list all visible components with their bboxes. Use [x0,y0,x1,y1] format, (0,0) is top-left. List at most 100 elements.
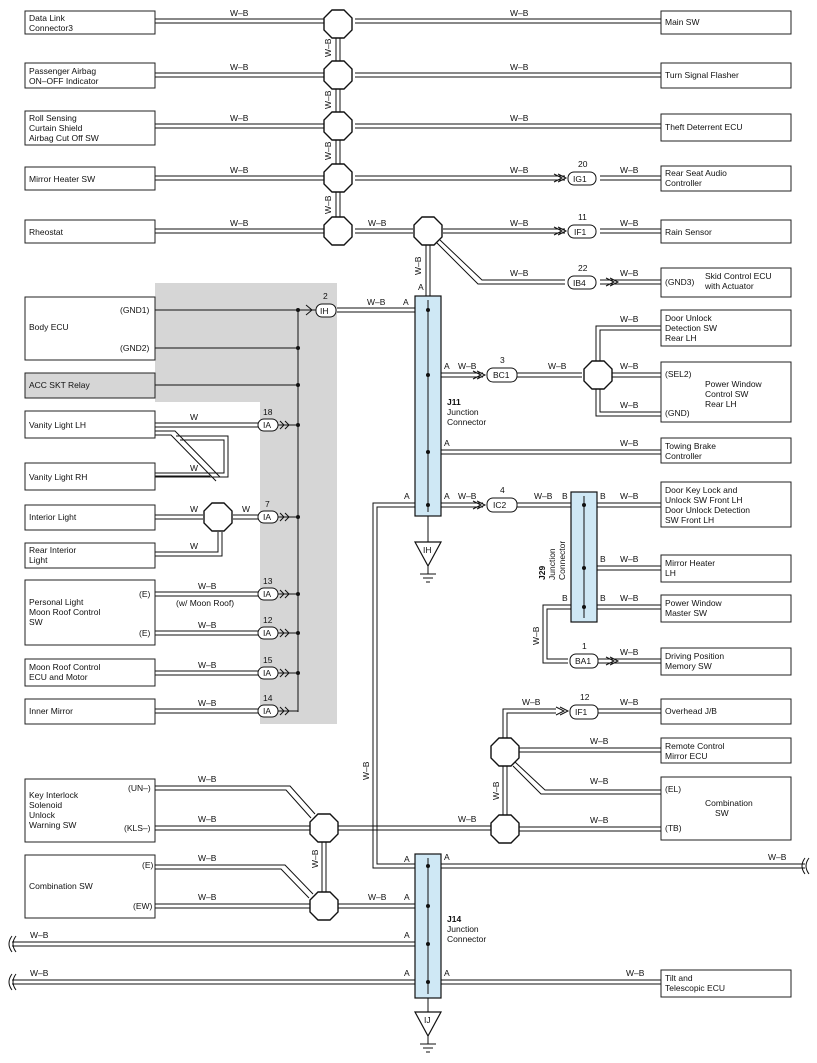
svg-text:W–B: W–B [590,736,609,746]
label: Key Interlock [29,790,79,800]
label: Door Unlock [665,313,713,323]
label: Rear Interior [29,545,76,555]
svg-text:W–B: W–B [620,314,639,324]
label: Towing Brake [665,441,716,451]
box-driving-position [660,647,792,676]
splice-1 [323,9,353,39]
label: Power Window [705,379,763,389]
svg-text:BA1: BA1 [575,656,591,666]
svg-text:A: A [418,282,424,292]
wire-label: W–B [230,62,249,72]
svg-text:W–B: W–B [198,620,217,630]
svg-text:W–B: W–B [458,491,477,501]
connector-ib4 [567,275,597,290]
splice-6 [413,216,443,246]
label: (TB) [665,823,682,833]
box-main-sw [660,10,792,35]
svg-text:W–B: W–B [198,892,217,902]
svg-text:IG1: IG1 [573,174,587,184]
splice-combination [490,814,520,844]
label: Control SW [705,389,748,399]
svg-text:W–B: W–B [310,849,320,868]
label: Master SW [665,608,707,618]
svg-text:B: B [600,491,606,501]
box-skid-control [660,267,792,298]
ground-ij-symbol [413,1011,443,1038]
wire-label: W–B [323,141,333,160]
box-theft-deterrent [660,113,792,142]
label: Tilt and [665,973,693,983]
svg-text:W: W [190,463,198,473]
box-rear-interior-light [24,542,156,569]
label: Telescopic ECU [665,983,725,993]
label: Controller [665,178,702,188]
box-rain-sensor [660,219,792,244]
svg-text:2: 2 [323,291,328,301]
svg-text:A: A [444,968,450,978]
label: Solenoid [29,800,62,810]
svg-text:W–B: W–B [620,438,639,448]
label: Remote Control [665,741,725,751]
label: Roll Sensing [29,113,77,123]
svg-text:W–B: W–B [620,593,639,603]
svg-text:IA: IA [263,420,271,430]
label: Rain Sensor [665,227,712,237]
wire-label: W–B [620,165,639,175]
svg-text:W–B: W–B [548,361,567,371]
svg-text:IA: IA [263,668,271,678]
box-turn-signal [660,62,792,89]
label: Mirror Heater SW [29,174,95,184]
box-moon-roof-ecu [24,658,156,687]
svg-text:A: A [404,930,410,940]
wire-label: W–B [323,195,333,214]
wire-label: W–B [230,113,249,123]
svg-text:12: 12 [580,692,590,702]
j11-group: J11 Junction Connector A IH A W–B A W–B … [361,282,661,869]
label: Rear Seat Audio [665,168,727,178]
svg-text:Connector: Connector [557,541,567,580]
label: Turn Signal Flasher [665,70,739,80]
svg-text:A: A [444,438,450,448]
svg-text:W–B: W–B [30,968,49,978]
svg-text:12: 12 [263,615,273,625]
wire-label: W–B [510,62,529,72]
wire-label: W–B [510,165,529,175]
splice-2 [323,60,353,90]
label: Controller [665,451,702,461]
connector-ia-18 [257,418,279,432]
wire-label: W–B [323,90,333,109]
connector-ia-12 [257,626,279,640]
box-passenger-airbag [24,62,156,89]
svg-text:W–B: W–B [620,647,639,657]
svg-text:W–B: W–B [768,852,787,862]
box-door-unlock-rear-lh [660,309,792,347]
top-wiring [155,9,661,296]
svg-text:Junction: Junction [447,924,479,934]
box-rear-seat-audio [660,165,792,192]
svg-text:18: 18 [263,407,273,417]
body-ecu-wiring [155,304,415,714]
box-inner-mirror [24,698,156,725]
svg-text:(w/ Moon Roof): (w/ Moon Roof) [176,598,234,608]
splice-3 [323,111,353,141]
svg-text:W–B: W–B [590,776,609,786]
label: Overhead J/B [665,706,717,716]
label: Body ECU [29,322,69,332]
connector-bc1 [486,367,518,383]
svg-text:W–B: W–B [620,491,639,501]
splice-key-interlock [309,813,339,843]
label: Vanity Light LH [29,420,86,430]
svg-text:20: 20 [578,159,588,169]
svg-text:IA: IA [263,706,271,716]
svg-text:W: W [190,504,198,514]
label: Combination SW [29,881,93,891]
wire-label: W–B [230,218,249,228]
svg-text:A: A [404,968,410,978]
box-data-link-connector [24,10,156,35]
connector-ig1 [567,171,597,186]
svg-text:B: B [562,491,568,501]
box-tilt-telescopic [660,969,792,998]
connector-ih [315,303,337,318]
label: Combination [705,798,753,808]
box-vanity-light-rh [24,462,156,491]
